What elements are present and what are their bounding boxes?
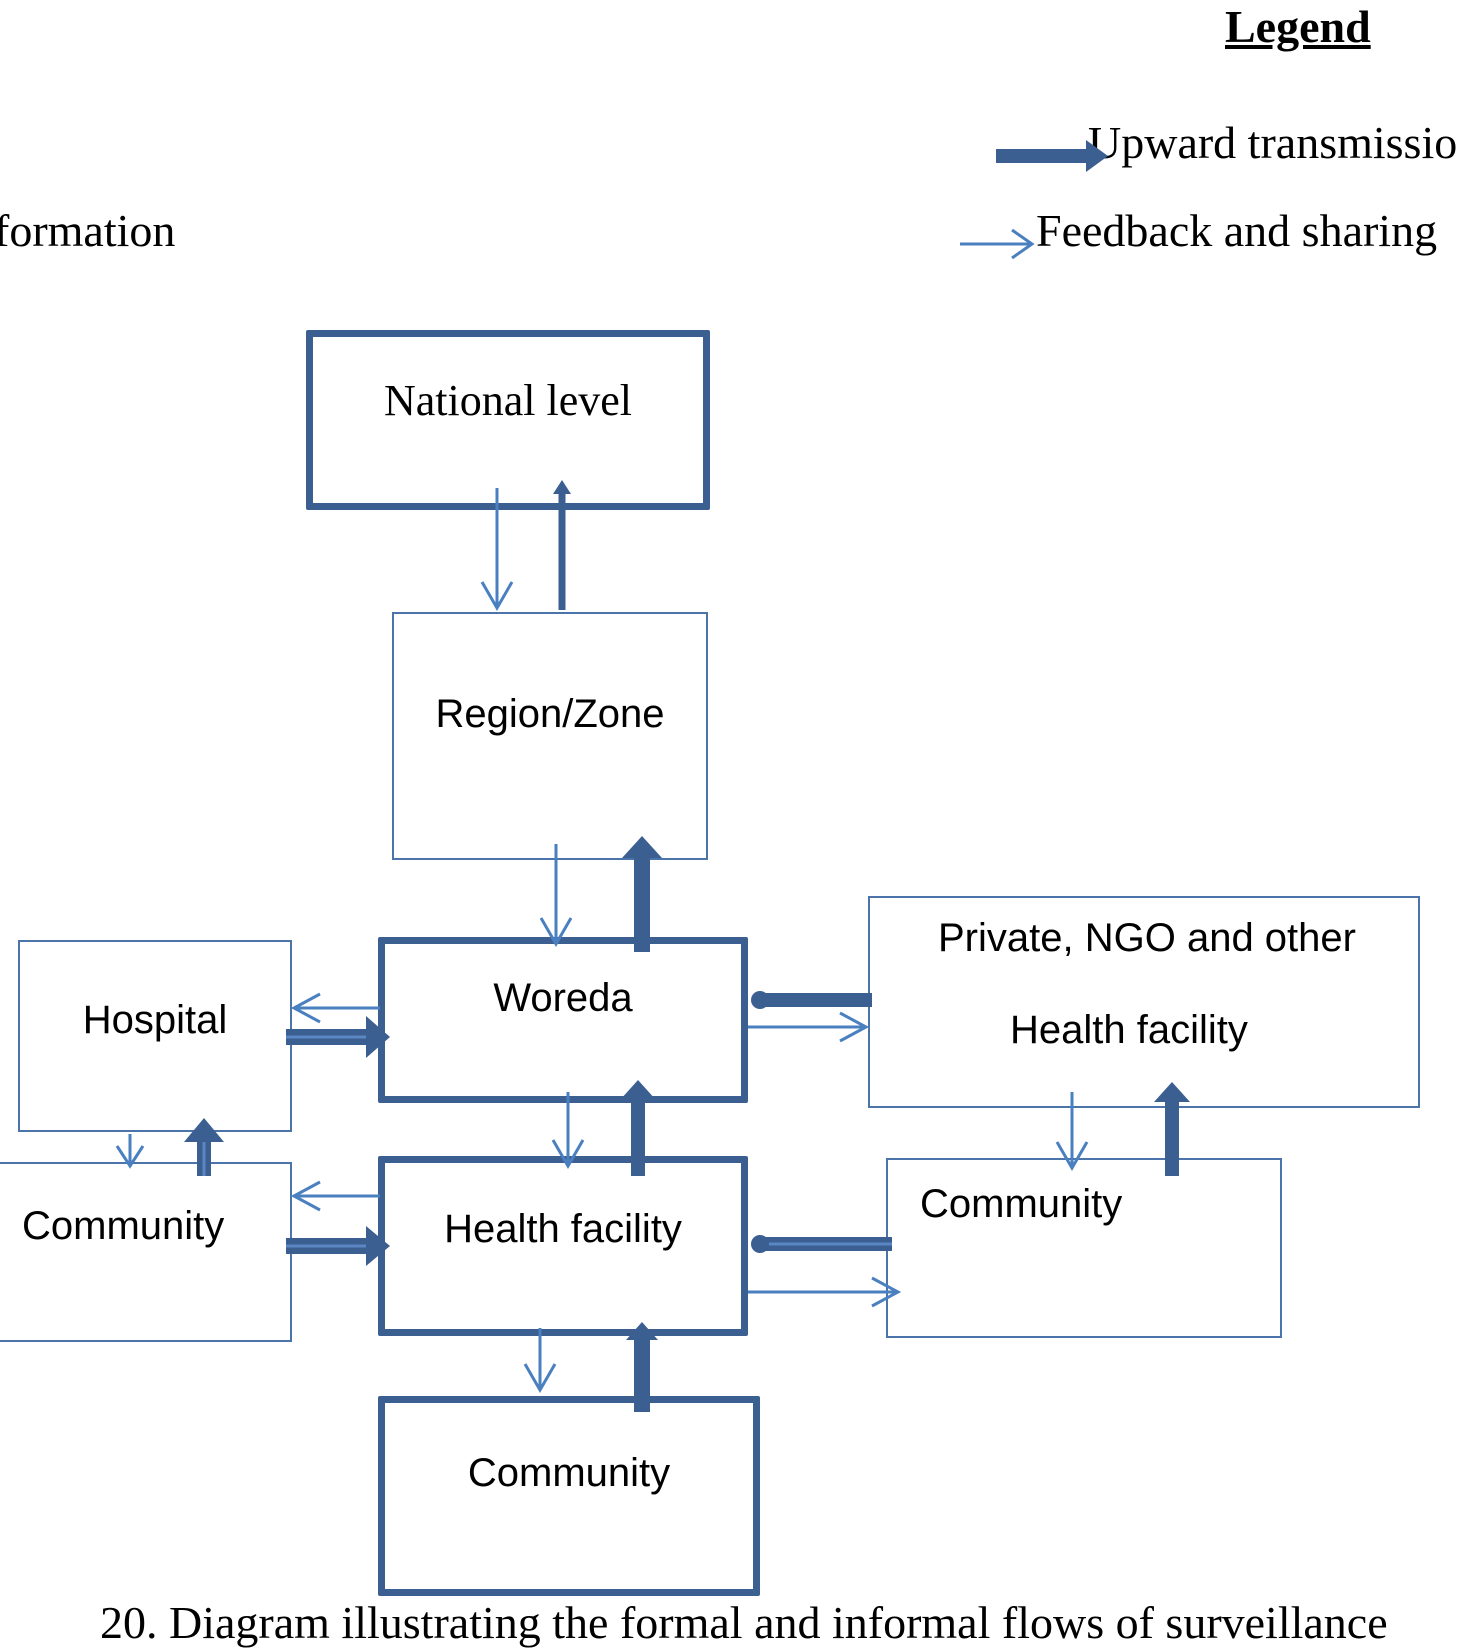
health-facility-box: Health facility	[378, 1156, 748, 1336]
feedback-arrow-private-to-community-right	[1055, 1092, 1089, 1172]
figure-caption-fragment: 20. Diagram illustrating the formal and …	[100, 1597, 1388, 1648]
upward-arrow-region-to-national	[553, 480, 571, 610]
left-text-fragment: formation	[0, 205, 176, 256]
upward-arrow-hospital-to-woreda	[286, 1016, 390, 1058]
upward-arrow-private-to-woreda	[751, 991, 872, 1009]
legend-feedback-label: Feedback and sharing	[1036, 205, 1438, 256]
legend-upward-arrow-icon	[996, 140, 1108, 172]
private-ngo-label-line2: Health facility	[1010, 1008, 1248, 1052]
national-level-box: National level	[306, 330, 710, 510]
region-zone-label: Region/Zone	[435, 692, 665, 736]
legend-feedback-arrow-icon	[960, 228, 1035, 260]
legend-upward-label: Upward transmissio	[1088, 117, 1458, 168]
upward-arrow-community-right-to-health-facility	[751, 1235, 892, 1253]
feedback-arrow-region-to-woreda	[539, 844, 573, 948]
private-ngo-label-line1: Private, NGO and other	[938, 916, 1356, 960]
woreda-box: Woreda	[378, 937, 748, 1103]
feedback-arrow-hospital-to-community	[115, 1134, 145, 1169]
hospital-box: Hospital	[18, 940, 292, 1132]
upward-arrow-community-left-to-health-facility	[286, 1226, 390, 1266]
region-zone-box: Region/Zone	[392, 612, 708, 860]
upward-arrow-health-facility-to-woreda	[620, 1080, 656, 1176]
community-bottom-box: Community	[378, 1396, 760, 1596]
community-bottom-label: Community	[467, 1451, 671, 1495]
community-right-label: Community	[920, 1182, 1123, 1226]
upward-arrow-community-right-to-private	[1154, 1082, 1190, 1176]
community-left-label: Community	[22, 1204, 225, 1248]
health-facility-label: Health facility	[444, 1207, 682, 1251]
legend-title: Legend	[1225, 1, 1371, 52]
feedback-arrow-woreda-to-private	[748, 1011, 870, 1043]
feedback-arrow-national-to-region	[480, 488, 514, 612]
feedback-arrow-health-facility-to-community-left	[290, 1180, 380, 1212]
feedback-arrow-woreda-to-health-facility	[551, 1092, 585, 1170]
feedback-arrow-health-facility-to-community-right	[748, 1276, 902, 1308]
upward-arrow-community-to-hospital	[184, 1118, 224, 1176]
hospital-label: Hospital	[82, 998, 228, 1042]
feedback-arrow-woreda-to-hospital	[290, 992, 380, 1024]
woreda-label: Woreda	[493, 976, 633, 1020]
private-ngo-box: Private, NGO and other Health facility	[868, 896, 1420, 1108]
upward-arrow-woreda-to-region	[622, 836, 662, 952]
upward-arrow-community-bottom-to-health-facility	[626, 1322, 658, 1412]
feedback-arrow-health-facility-to-community-bottom	[523, 1328, 557, 1394]
national-level-label: National level	[383, 376, 632, 425]
